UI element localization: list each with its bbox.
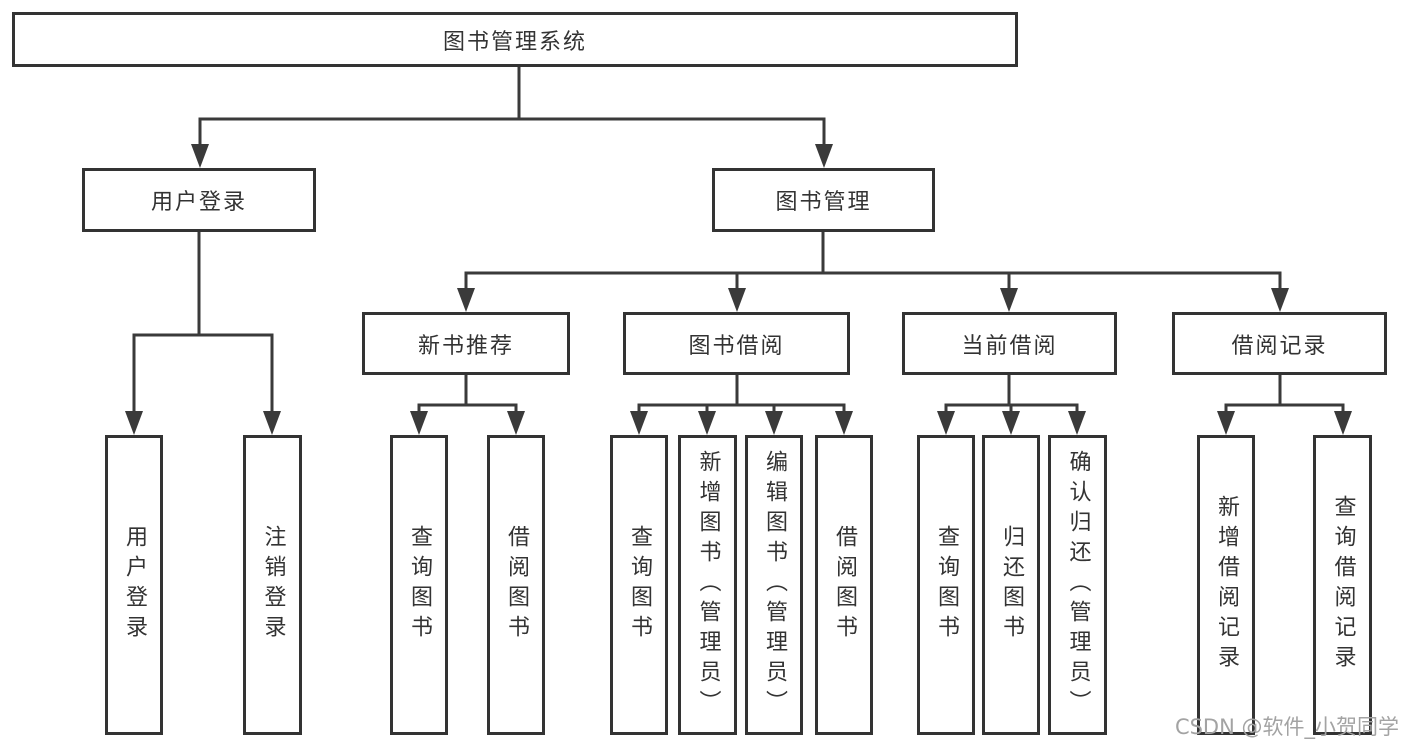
leaf-label: 查询图书 <box>407 525 432 645</box>
leaf-label: 新增借阅记录 <box>1214 495 1239 675</box>
node-library-system: 图书管理系统 <box>12 12 1018 67</box>
connector-root-to-level2 <box>191 67 833 168</box>
leaf-edit-books-admin: 编辑图书（管理员） <box>745 435 803 735</box>
node-book-borrowing: 图书借阅 <box>623 312 850 375</box>
leaf-confirm-return-admin: 确认归还（管理员） <box>1048 435 1107 735</box>
node-label: 图书管理系统 <box>442 29 587 55</box>
leaf-label: 新增图书（管理员） <box>695 450 721 720</box>
leaf-label: 用户登录 <box>122 525 147 645</box>
node-new-book-recommend: 新书推荐 <box>362 312 570 375</box>
node-label: 当前借阅 <box>961 333 1058 359</box>
connector-login-to-leaves <box>125 232 281 435</box>
leaf-label: 借阅图书 <box>504 525 529 645</box>
connector-current-to-leaves <box>937 375 1086 435</box>
leaf-label: 查询图书 <box>934 525 959 645</box>
leaf-add-borrow-record: 新增借阅记录 <box>1197 435 1255 735</box>
leaf-label: 归还图书 <box>999 525 1024 645</box>
node-label: 借阅记录 <box>1231 333 1328 359</box>
node-current-borrowing: 当前借阅 <box>902 312 1117 375</box>
csdn-watermark: CSDN @软件_小贺同学 <box>1174 715 1399 739</box>
connector-newbooks-to-leaves <box>410 375 525 435</box>
leaf-logout: 注销登录 <box>243 435 302 735</box>
connector-records-to-leaves <box>1217 375 1352 435</box>
leaf-label: 借阅图书 <box>832 525 857 645</box>
node-label: 新书推荐 <box>417 333 514 359</box>
leaf-label: 注销登录 <box>260 525 286 645</box>
leaf-label: 编辑图书（管理员） <box>762 450 787 720</box>
node-user-login: 用户登录 <box>82 168 316 232</box>
node-label: 图书管理 <box>775 190 872 215</box>
leaf-query-borrow-record: 查询借阅记录 <box>1313 435 1372 735</box>
leaf-borrow-books-2: 借阅图书 <box>815 435 873 735</box>
node-borrowing-records: 借阅记录 <box>1172 312 1387 375</box>
leaf-label: 查询借阅记录 <box>1330 495 1356 675</box>
leaf-label: 查询图书 <box>627 525 652 645</box>
leaf-label: 确认归还（管理员） <box>1065 450 1091 720</box>
connector-mgmt-to-level3 <box>457 232 1289 312</box>
leaf-query-books-1: 查询图书 <box>390 435 448 735</box>
leaf-query-books-2: 查询图书 <box>610 435 668 735</box>
leaf-query-books-3: 查询图书 <box>917 435 975 735</box>
node-label: 用户登录 <box>150 190 247 215</box>
leaf-add-books-admin: 新增图书（管理员） <box>678 435 737 735</box>
leaf-user-login: 用户登录 <box>105 435 163 735</box>
leaf-borrow-books-1: 借阅图书 <box>487 435 545 735</box>
node-book-management: 图书管理 <box>712 168 935 232</box>
leaf-return-books: 归还图书 <box>982 435 1040 735</box>
node-label: 图书借阅 <box>688 333 785 359</box>
connector-borrow-to-leaves <box>630 375 853 435</box>
